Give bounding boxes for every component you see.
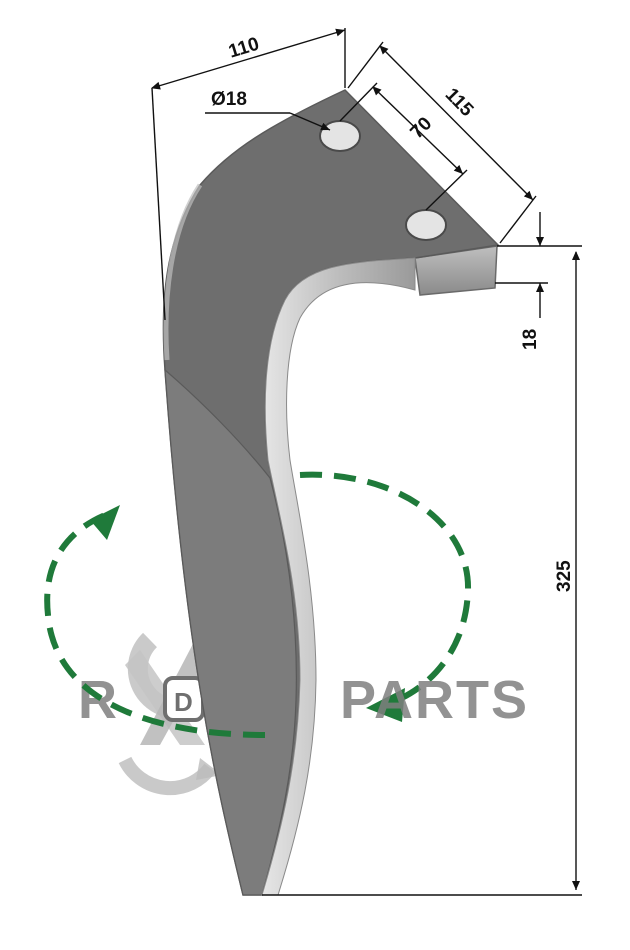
- watermark-letter-d: D: [174, 687, 193, 717]
- dimension-label-height: 325: [554, 560, 575, 592]
- rotation-arrowhead-right: [366, 688, 405, 722]
- watermark-letter-r: R: [78, 670, 119, 730]
- watermark-parts-text: PARTS: [340, 670, 529, 730]
- rotation-arrowhead-left: [90, 505, 120, 540]
- dimension-label-flange-length: 115: [441, 84, 478, 121]
- blade-twisted-face: [164, 368, 297, 896]
- dimension-label-thickness: 18: [520, 329, 541, 350]
- mounting-hole-upper: [319, 120, 361, 152]
- mounting-hole-lower: [405, 209, 447, 241]
- tine-blade: [162, 89, 500, 896]
- dimension-label-hole-diameter: Ø18: [211, 89, 247, 110]
- dimension-lines: [151, 28, 582, 896]
- rotation-arrows-icon: [44, 471, 472, 738]
- dimension-label-width: 110: [226, 34, 261, 63]
- dimension-label-hole-spacing: 70: [407, 113, 437, 143]
